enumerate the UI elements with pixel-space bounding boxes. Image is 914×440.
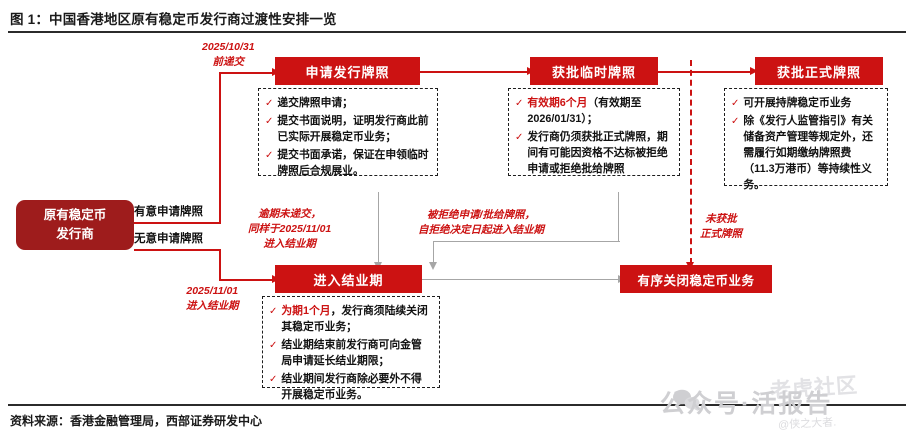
list-item-text: 可开展持牌稳定币业务: [743, 97, 852, 109]
title-divider: [8, 31, 906, 33]
list-item: ✓ 提交书面承诺，保证在申领临时牌照后合规展业。: [265, 148, 430, 180]
list-item: ✓ 有效期6个月（有效期至2026/01/31）；: [515, 96, 672, 128]
check-icon: ✓: [269, 373, 278, 385]
list-item: ✓ 递交牌照申请；: [265, 96, 430, 112]
connector-temp-to-formal: [658, 71, 754, 73]
node-temp-license-label: 获批临时牌照: [551, 64, 636, 80]
connector-winddown-to-close: [422, 279, 622, 281]
source-note: 资料来源：香港金融管理局，西部证券研发中心: [10, 414, 263, 428]
detail-apply-license: ✓ 递交牌照申请； ✓ 提交书面说明，证明发行商此前已实际开展稳定币业务； ✓ …: [258, 88, 438, 177]
list-item-text: 除《发行人监管指引》有关储备资产管理等规定外，还需履行如期缴纳牌照费（11.3万…: [743, 114, 873, 191]
annotation-no-formal-license: 未获批 正式牌照: [700, 212, 742, 242]
node-formal-license[interactable]: 获批正式牌照: [755, 57, 883, 85]
annotation-submit-deadline: 2025/10/31 前递交: [202, 40, 255, 70]
check-icon: ✓: [265, 98, 274, 109]
wechat-icon: [672, 388, 702, 412]
annotation-rejected-line1: 被拒绝申请/批给牌照，: [427, 209, 535, 221]
node-winddown-period-label: 进入结业期: [313, 272, 384, 288]
list-item-text: 结业期间发行商除必要外不得开展稳定币业务。: [281, 372, 422, 401]
annotation-overdue-line3: 进入结业期: [263, 237, 316, 250]
list-item-tail: ，发行商须陆续关闭其稳定币业务；: [281, 305, 428, 333]
check-icon: ✓: [269, 306, 278, 317]
node-formal-license-label: 获批正式牌照: [776, 64, 861, 80]
node-winddown-period[interactable]: 进入结业期: [275, 265, 422, 293]
connector-apply-to-temp: [420, 71, 530, 73]
list-item: ✓ 结业期间发行商除必要外不得开展稳定币业务。: [269, 372, 432, 404]
branch-label-intends: 有意申请牌照: [134, 206, 203, 218]
node-origin-issuer-label: 原有稳定币发行商: [43, 208, 107, 241]
arrowhead-to-formal: [750, 67, 758, 75]
node-orderly-close-label: 有序关闭稳定币业务: [637, 273, 755, 288]
list-item-highlight: 为期1个月: [281, 305, 331, 317]
annotation-submit-deadline-text: 前递交: [212, 55, 245, 68]
detail-winddown: ✓ 为期1个月，发行商须陆续关闭其稳定币业务； ✓ 结业期结束前发行商可向金管局…: [262, 296, 440, 401]
list-item: ✓ 可开展持牌稳定币业务: [731, 96, 880, 112]
list-item-tail: （有效期至2026/01/31）；: [527, 97, 642, 125]
annotation-no-formal-line2: 正式牌照: [700, 227, 742, 240]
check-icon: ✓: [731, 115, 740, 127]
connector-origin-to-apply: [134, 222, 220, 224]
list-item-text: 提交书面说明，证明发行商此前已实际开展稳定币业务；: [277, 114, 429, 143]
list-item-text: 递交牌照申请；: [277, 97, 353, 109]
detail-formal-license: ✓ 可开展持牌稳定币业务 ✓ 除《发行人监管指引》有关储备资产管理等规定外，还需…: [724, 88, 888, 191]
connector-rejected-into-winddown: [433, 241, 435, 265]
list-item: ✓ 除《发行人监管指引》有关储备资产管理等规定外，还需履行如期缴纳牌照费（11.…: [731, 114, 880, 194]
connector-winddown-drop: [219, 249, 221, 281]
annotation-rejected-line2: 自拒绝决定日起进入结业期: [418, 223, 544, 236]
list-item: ✓ 发行商仍须获批正式牌照，期间有可能因资格不达标被拒绝申请或拒绝批给牌照: [515, 130, 672, 178]
connector-origin-to-winddown: [134, 249, 220, 251]
check-icon: ✓: [269, 339, 278, 351]
node-apply-license-label: 申请发行牌照: [305, 64, 390, 80]
node-orderly-close[interactable]: 有序关闭稳定币业务: [620, 265, 772, 293]
annotation-submit-deadline-date: 2025/10/31: [202, 41, 255, 53]
annotation-enter-winddown-text: 进入结业期: [186, 299, 239, 312]
list-item-text: 提交书面承诺，保证在申领临时牌照后合规展业。: [277, 148, 429, 177]
footer-divider: [8, 404, 906, 406]
annotation-overdue-line2: 同样于2025/11/01: [248, 222, 332, 235]
list-item-text: 有效期6个月（有效期至2026/01/31）；: [527, 96, 672, 128]
list-item: ✓ 结业期结束前发行商可向金管局申请延长结业期限；: [269, 338, 432, 370]
arrowhead-rejected-winddown: [429, 262, 437, 270]
annotation-rejected: 被拒绝申请/批给牌照， 自拒绝决定日起进入结业期: [418, 208, 544, 238]
annotation-enter-winddown-date: 2025/11/01: [186, 285, 239, 297]
page-title: 图 1：中国香港地区原有稳定币发行商过渡性安排一览: [10, 12, 337, 27]
watermark-account: 公众号·活报告: [660, 390, 833, 418]
connector-apply-run: [219, 72, 275, 74]
connector-overdue-drop: [378, 192, 380, 265]
node-temp-license[interactable]: 获批临时牌照: [530, 57, 658, 85]
annotation-enter-winddown: 2025/11/01 进入结业期: [186, 284, 239, 314]
annotation-no-formal-line1: 未获批: [705, 213, 737, 225]
connector-winddown-run: [219, 279, 275, 281]
annotation-overdue-line1: 逾期未递交，: [258, 208, 322, 220]
connector-rejected-drop: [618, 192, 620, 242]
list-item: ✓ 提交书面说明，证明发行商此前已实际开展稳定币业务；: [265, 114, 430, 146]
list-item-highlight: 有效期6个月: [527, 97, 588, 109]
branch-label-not-intends: 无意申请牌照: [134, 233, 203, 245]
connector-apply-riser: [219, 72, 221, 224]
list-item-text: 为期1个月，发行商须陆续关闭其稳定币业务；: [281, 304, 432, 336]
check-icon: ✓: [265, 115, 274, 127]
connector-rejected-run: [434, 241, 620, 243]
connector-no-formal-license: [690, 60, 692, 264]
detail-temp-license: ✓ 有效期6个月（有效期至2026/01/31）； ✓ 发行商仍须获批正式牌照，…: [508, 88, 680, 176]
node-origin-issuer[interactable]: 原有稳定币发行商: [16, 200, 134, 250]
check-icon: ✓: [515, 98, 524, 109]
node-apply-license[interactable]: 申请发行牌照: [275, 57, 420, 85]
list-item: ✓ 为期1个月，发行商须陆续关闭其稳定币业务；: [269, 304, 432, 336]
list-item-text: 结业期结束前发行商可向金管局申请延长结业期限；: [281, 338, 422, 367]
check-icon: ✓: [731, 98, 740, 109]
check-icon: ✓: [515, 131, 524, 143]
annotation-overdue: 逾期未递交， 同样于2025/11/01 进入结业期: [248, 207, 331, 252]
check-icon: ✓: [265, 149, 274, 161]
watermark-tiger: 老虎社区: [769, 373, 859, 404]
watermark-handle: @侠之大者.: [777, 416, 837, 432]
list-item-text: 发行商仍须获批正式牌照，期间有可能因资格不达标被拒绝申请或拒绝批给牌照: [527, 130, 668, 175]
